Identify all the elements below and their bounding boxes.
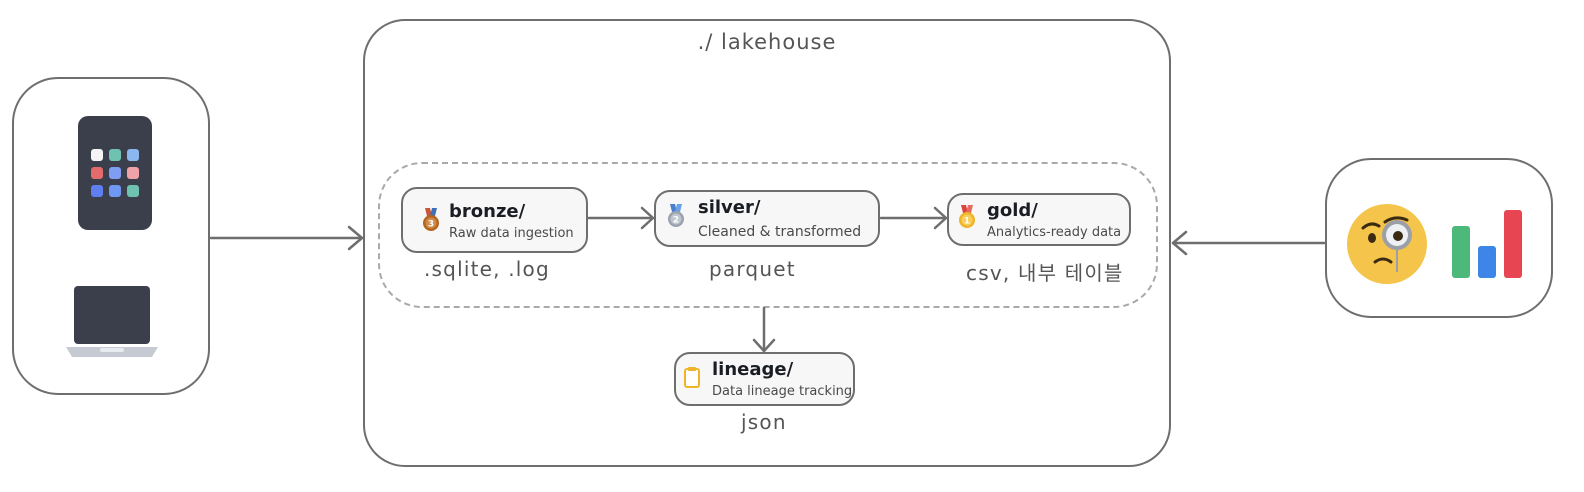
arrow-consumers-to-lakehouse [1171,230,1326,256]
silver-format: parquet [709,257,796,281]
svg-text:2: 2 [673,216,679,226]
laptop-icon [66,286,158,357]
medallion-layers-group [378,162,1158,308]
lineage-format: json [741,410,787,434]
bronze-name: bronze/ [449,201,526,222]
lakehouse-title: ./ lakehouse [697,30,837,54]
svg-text:3: 3 [428,220,434,230]
monocle-face-icon [1347,204,1427,284]
lineage-description: Data lineage tracking [712,384,853,399]
gold-description: Analytics-ready data [987,225,1122,240]
gold-format: csv, 내부 테이블 [966,261,1124,285]
bronze-description: Raw data ingestion [449,226,574,241]
silver-medal-icon: 2 [668,204,684,227]
clipboard-icon [684,367,700,388]
gold-name: gold/ [987,200,1038,221]
arrow-sources-to-lakehouse [209,225,364,251]
sources-box [12,77,210,395]
gold-node: 1 gold/ Analytics-ready data [947,193,1131,246]
tablet-icon [78,116,152,230]
consumers-box [1325,158,1553,318]
lineage-name: lineage/ [712,359,794,380]
silver-description: Cleaned & transformed [698,224,862,240]
arrow-bronze-to-silver [587,206,655,230]
bronze-format: .sqlite, .log [424,257,550,281]
silver-name: silver/ [698,197,761,218]
arrow-layers-to-lineage [752,306,776,353]
lineage-node: lineage/ Data lineage tracking [674,352,855,406]
silver-node: 2 silver/ Cleaned & transformed [654,190,880,247]
gold-medal-icon: 1 [959,205,975,228]
arrow-silver-to-gold [879,206,948,230]
bronze-node: 3 bronze/ Raw data ingestion [401,187,588,253]
bar-chart-icon [1452,210,1522,278]
bronze-medal-icon: 3 [423,208,439,231]
svg-text:1: 1 [964,217,970,227]
